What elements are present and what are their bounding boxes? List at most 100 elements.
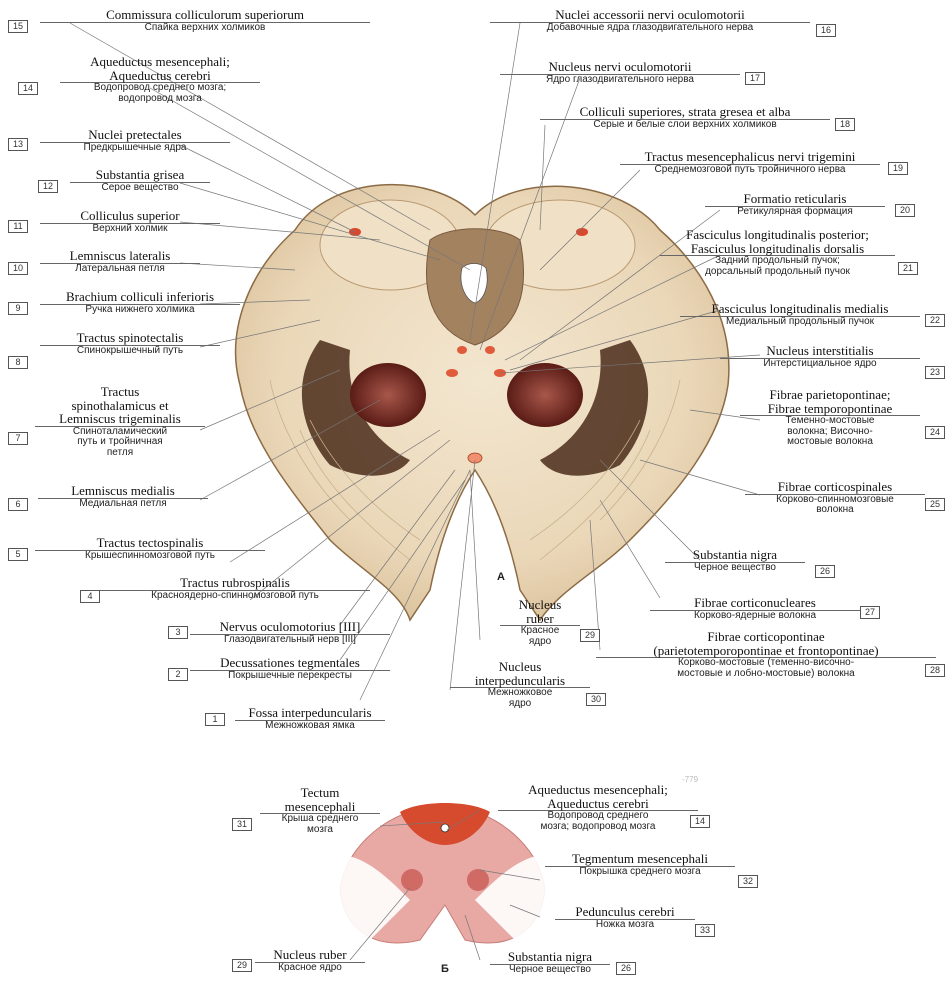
label-latin: Tractus spinotectalis (40, 331, 220, 345)
label-21: Fasciculus longitudinalis posterior; Fas… (660, 228, 895, 277)
aqueduct-b (441, 824, 449, 832)
label-russian: Глазодвигательный нерв [III] (190, 634, 390, 646)
label-russian: Красное ядро (255, 962, 365, 974)
label-russian: Крыша среднего мозга (260, 813, 380, 835)
label-latin: Aqueductus mesencephali; Aqueductus cere… (498, 783, 698, 810)
label-7: Tractus spinothalamicus et Lemniscus tri… (35, 385, 205, 458)
label-number: 14 (18, 82, 38, 95)
label-number: 18 (835, 118, 855, 131)
label-14: Aqueductus mesencephali; Aqueductus cere… (498, 783, 698, 832)
label-latin: Pedunculus cerebri (555, 905, 695, 919)
label-26: Substantia nigraЧерное вещество (665, 548, 805, 573)
label-number: 29 (580, 629, 600, 642)
label-russian: Серое вещество (70, 182, 210, 194)
label-latin: Tractus rubrospinalis (100, 576, 370, 590)
panel-a-letter: А (497, 571, 505, 583)
label-number: 21 (898, 262, 918, 275)
label-latin: Commissura colliculorum superiorum (40, 8, 370, 22)
label-russian: Красное ядро (500, 625, 580, 647)
label-russian: Спайка верхних холмиков (40, 22, 370, 34)
label-number: 2 (168, 668, 188, 681)
oculomotor-nucleus-right (485, 346, 495, 354)
label-number: 29 (232, 959, 252, 972)
label-russian: Красноядерно-спинномозговой путь (100, 590, 370, 602)
label-number: 26 (616, 962, 636, 975)
label-russian: Верхний холмик (40, 223, 220, 235)
label-10: Lemniscus lateralisЛатеральная петля (40, 249, 200, 274)
label-number: 17 (745, 72, 765, 85)
label-number: 25 (925, 498, 945, 511)
label-number: 33 (695, 924, 715, 937)
label-number: 8 (8, 356, 28, 369)
label-4: Tractus rubrospinalisКрасноядерно-спинно… (100, 576, 370, 601)
label-27: Fibrae corticonuclearesКорково-ядерные в… (650, 596, 860, 621)
label-number: 22 (925, 314, 945, 327)
label-latin: Nervus oculomotorius [III] (190, 620, 390, 634)
label-number: 23 (925, 366, 945, 379)
label-14: Aqueductus mesencephali; Aqueductus cere… (60, 55, 260, 104)
label-russian: Добавочные ядра глазодвигательного нерва (490, 22, 810, 34)
label-2: Decussationes tegmentalesПокрышечные пер… (190, 656, 390, 681)
label-russian: Водопровод среднего мозга; водопровод мо… (498, 810, 698, 832)
label-latin: Fossa interpeduncularis (235, 706, 385, 720)
label-latin: Substantia grisea (70, 168, 210, 182)
label-18: Colliculi superiores, strata gresea et a… (540, 105, 830, 130)
red-nucleus-b-left (401, 869, 423, 891)
label-latin: Colliculi superiores, strata gresea et a… (540, 105, 830, 119)
label-number: 24 (925, 426, 945, 439)
label-russian: Теменно-мостовые волокна; Височно- мосто… (740, 415, 920, 448)
label-latin: Tractus spinothalamicus et Lemniscus tri… (35, 385, 205, 426)
label-number: 6 (8, 498, 28, 511)
label-number: 9 (8, 302, 28, 315)
label-russian: Серые и белые слои верхних холмиков (540, 119, 830, 131)
label-latin: Tectum mesencephali (260, 786, 380, 813)
label-latin: Fibrae corticonucleares (650, 596, 860, 610)
label-latin: Aqueductus mesencephali; Aqueductus cere… (60, 55, 260, 82)
label-number: 31 (232, 818, 252, 831)
label-latin: Colliculus superior (40, 209, 220, 223)
label-number: 4 (80, 590, 100, 603)
label-russian: Межножковая ямка (235, 720, 385, 732)
label-latin: Tegmentum mesencephali (545, 852, 735, 866)
label-russian: Покрышка среднего мозга (545, 866, 735, 878)
label-latin: Nucleus nervi oculomotorii (500, 60, 740, 74)
label-number: 11 (8, 220, 28, 233)
label-number: 14 (690, 815, 710, 828)
panel-b-letter: Б (441, 963, 449, 975)
label-russian: Водопровод среднего мозга; водопровод мо… (60, 82, 260, 104)
label-latin: Fibrae parietopontinae; Fibrae temporopo… (740, 388, 920, 415)
label-latin: Nuclei pretectales (40, 128, 230, 142)
label-latin: Lemniscus lateralis (40, 249, 200, 263)
label-17: Nucleus nervi oculomotoriiЯдро глазодвиг… (500, 60, 740, 85)
label-russian: Межножковое ядро (450, 687, 590, 709)
label-latin: Formatio reticularis (705, 192, 885, 206)
red-nucleus-left (350, 363, 426, 427)
oculomotor-nucleus-left (457, 346, 467, 354)
label-number: 27 (860, 606, 880, 619)
label-number: 28 (925, 664, 945, 677)
label-latin: Substantia nigra (665, 548, 805, 562)
label-russian: Черное вещество (665, 562, 805, 574)
label-russian: Медиальный продольный пучок (680, 316, 920, 328)
label-russian: Задний продольный пучок; дорсальный прод… (660, 255, 895, 277)
label-latin: Fibrae corticospinales (745, 480, 925, 494)
label-number: 3 (168, 626, 188, 639)
label-latin: Brachium colliculi inferioris (40, 290, 240, 304)
label-number: 20 (895, 204, 915, 217)
red-nucleus-right (507, 363, 583, 427)
label-russian: Ретикулярная формация (705, 206, 885, 218)
label-latin: Nucleus ruber (255, 948, 365, 962)
